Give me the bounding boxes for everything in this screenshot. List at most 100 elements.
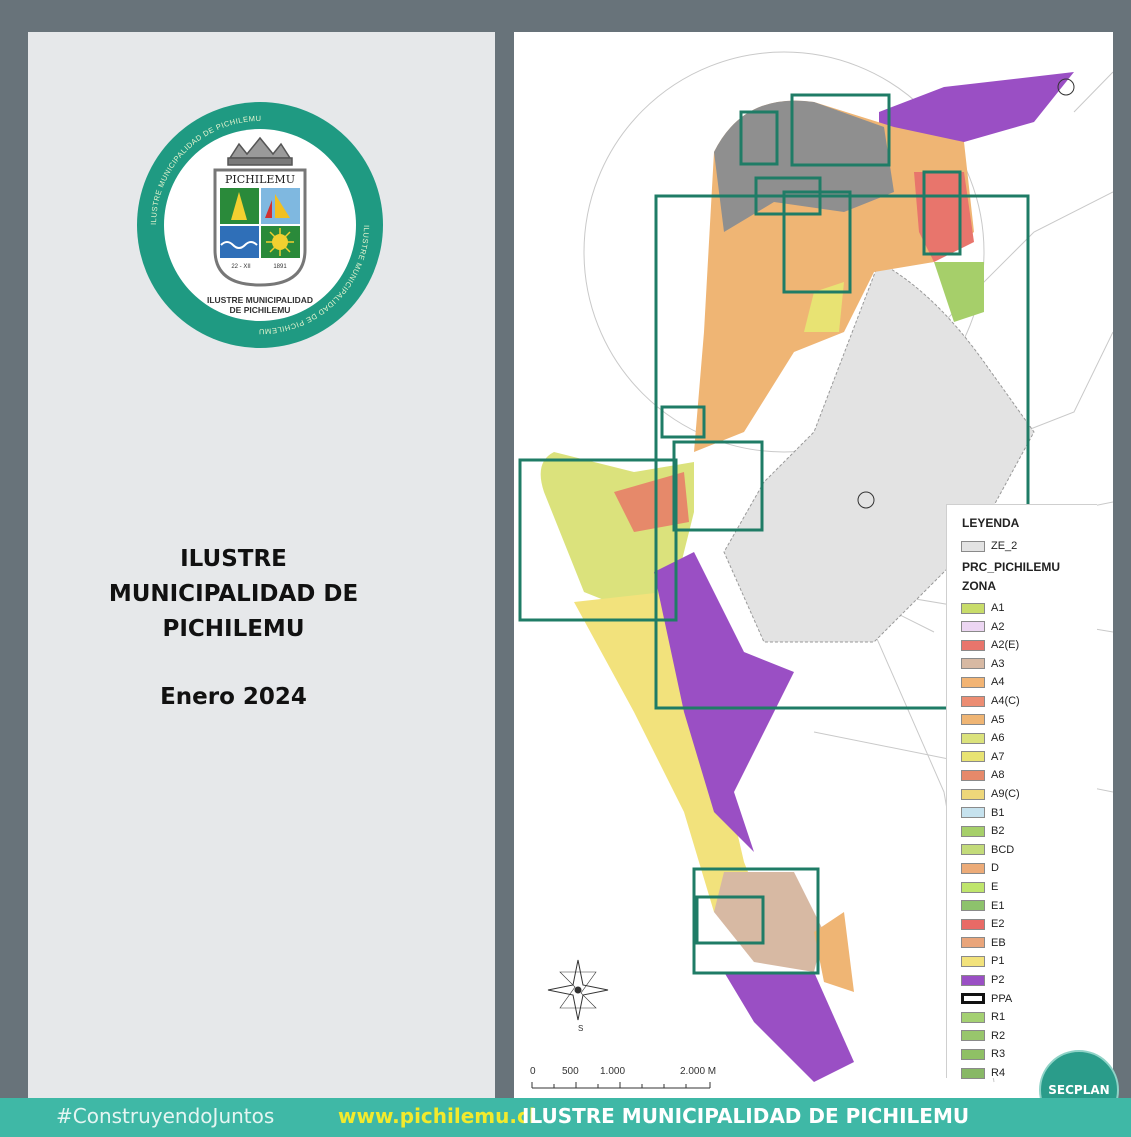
crown-icon xyxy=(227,136,293,166)
seal-shield-label: PICHILEMU xyxy=(225,173,295,186)
legend-zone-code: E xyxy=(991,881,999,893)
scale-bar xyxy=(531,1082,711,1089)
legend-item-a8: A8 xyxy=(961,766,1004,784)
legend-item-bcd: BCD xyxy=(961,841,1014,859)
legend-item-eb: EB xyxy=(961,934,1006,952)
legend-zone-code: A2(E) xyxy=(991,639,1020,652)
legend-swatch xyxy=(961,751,985,763)
legend-item-d: D xyxy=(961,859,999,877)
legend-swatch xyxy=(961,862,985,874)
seal-bottom-line1: ILUSTRE MUNICIPALIDAD xyxy=(207,295,313,305)
legend-item-ppa: PPA xyxy=(961,990,1012,1008)
title-line-3: PICHILEMU xyxy=(162,616,305,642)
footer-url-link[interactable]: www.pichilemu.cl xyxy=(338,1104,536,1128)
legend-swatch xyxy=(961,732,985,744)
legend-item-a6: A6 xyxy=(961,729,1004,747)
legend-swatch xyxy=(961,825,985,837)
footer-hashtag: #ConstruyendoJuntos xyxy=(56,1104,275,1128)
legend-zone-code: A4 xyxy=(991,676,1005,689)
legend-zone-code: B1 xyxy=(991,806,1005,819)
legend-swatch xyxy=(961,1048,985,1060)
legend-swatch xyxy=(961,695,985,707)
legend-swatch xyxy=(961,639,985,651)
zone-a8 xyxy=(614,472,689,532)
scale-label-0: 0 xyxy=(530,1066,536,1077)
legend-zone-code: EB xyxy=(991,936,1006,949)
legend-zone-code: BCD xyxy=(991,843,1015,856)
legend-swatch xyxy=(961,540,985,552)
legend-item-p1: P1 xyxy=(961,952,1004,970)
legend-zone-code: A9(C) xyxy=(991,788,1020,800)
legend-zone-code: E2 xyxy=(991,918,1005,931)
zone-a3-south xyxy=(714,872,824,972)
legend-swatch xyxy=(961,993,985,1005)
legend-item-a7: A7 xyxy=(961,748,1004,766)
legend-item-b2: B2 xyxy=(961,822,1004,840)
legend-zone-label: ZONA xyxy=(962,579,996,593)
legend-swatch xyxy=(961,1067,985,1079)
legend-swatch xyxy=(961,658,985,670)
legend-zone-code: A2 xyxy=(991,620,1005,633)
legend-item-e2: E2 xyxy=(961,915,1004,933)
legend-item-e: E xyxy=(961,878,998,896)
legend-item-a9c: A9(C) xyxy=(961,785,1020,803)
legend-item-e1: E1 xyxy=(961,897,1004,915)
footer-bar: #ConstruyendoJuntos www.pichilemu.cl ILU… xyxy=(0,1098,1131,1137)
legend-zone-code: D xyxy=(991,862,999,875)
legend-item-a2e: A2(E) xyxy=(961,636,1019,654)
title-date: Enero 2024 xyxy=(160,684,307,710)
legend-title: LEYENDA xyxy=(962,516,1020,530)
legend-swatch xyxy=(961,788,985,800)
legend-zone-code: E1 xyxy=(991,899,1005,912)
legend-item-a4c: A4(C) xyxy=(961,692,1020,710)
legend-swatch xyxy=(961,1030,985,1042)
secplan-label: SECPLAN xyxy=(1048,1083,1110,1097)
legend-item-ze2: ZE_2 xyxy=(961,537,1017,555)
legend-swatch xyxy=(961,918,985,930)
zone-p1-coast xyxy=(574,592,764,932)
title-line-2: MUNICIPALIDAD DE xyxy=(108,581,359,607)
seal-date-right: 1891 xyxy=(273,264,287,270)
legend-item-a5: A5 xyxy=(961,711,1004,729)
legend-item-a4: A4 xyxy=(961,673,1004,691)
legend-zone-code: R1 xyxy=(991,1011,1006,1024)
municipal-seal: ILUSTRE MUNICIPALIDAD DE PICHILEMU ILUST… xyxy=(137,102,383,348)
legend-item-p2: P2 xyxy=(961,971,1004,989)
legend-zone-code: A5 xyxy=(991,713,1005,726)
legend-zone-code: A8 xyxy=(991,769,1005,782)
scale-label-1000: 1.000 xyxy=(600,1066,626,1077)
zone-a5-south xyxy=(814,912,854,992)
legend-zone-code: P1 xyxy=(991,955,1005,968)
legend-swatch xyxy=(961,881,985,893)
zone-a7 xyxy=(804,282,844,332)
legend-item-a1: A1 xyxy=(961,599,1004,617)
legend-zone-code: A3 xyxy=(991,657,1005,670)
zone-p2-north xyxy=(879,72,1074,192)
legend-swatch xyxy=(961,714,985,726)
legend-item-r1: R1 xyxy=(961,1008,1005,1026)
legend-swatch xyxy=(961,1011,985,1023)
zone-p2-south xyxy=(724,972,854,1082)
detail-frames xyxy=(518,93,1030,975)
legend-item-a3: A3 xyxy=(961,655,1004,673)
scale-label-2000: 2.000 M xyxy=(680,1066,717,1077)
legend-swatch xyxy=(961,676,985,688)
legend-item-r2: R2 xyxy=(961,1027,1005,1045)
legend-zone-code: A7 xyxy=(991,750,1005,763)
legend-zone-code: R2 xyxy=(991,1029,1006,1042)
title-line-1: ILUSTRE xyxy=(180,546,287,572)
legend-item-b1: B1 xyxy=(961,804,1004,822)
legend-zone-code: R4 xyxy=(991,1067,1006,1079)
legend-zone-code: P2 xyxy=(991,974,1005,986)
cover-title: ILUSTRE MUNICIPALIDAD DE PICHILEMU Enero… xyxy=(0,542,467,715)
legend-swatch xyxy=(961,621,985,633)
legend-swatch xyxy=(961,807,985,819)
zone-b2 xyxy=(934,262,984,322)
legend-zone-code: A4(C) xyxy=(991,695,1020,707)
legend-swatch xyxy=(961,900,985,912)
legend-swatch xyxy=(961,955,985,967)
legend-item-r3: R3 xyxy=(961,1045,1005,1063)
legend-item-a2: A2 xyxy=(961,618,1004,636)
legend-zone-code: B2 xyxy=(991,825,1005,838)
compass-rose-icon xyxy=(547,959,609,1021)
